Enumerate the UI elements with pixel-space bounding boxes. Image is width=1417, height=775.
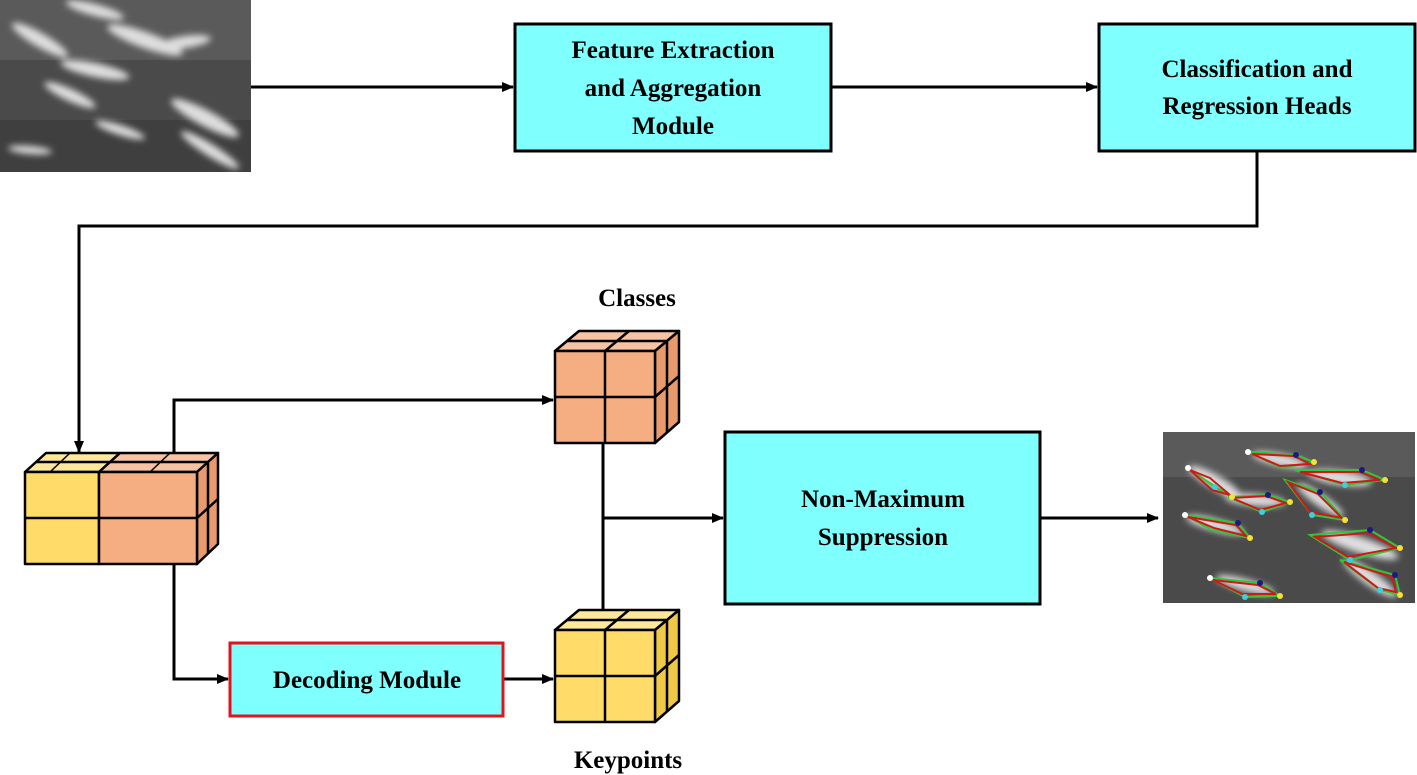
- keypoints-label: Keypoints: [574, 747, 683, 774]
- heads-line-2: Regression Heads: [1162, 93, 1351, 120]
- nms-box: Non-Maximum Suppression: [723, 430, 1042, 606]
- combined-feature-cube: [23, 451, 220, 566]
- feature-line-3: Module: [632, 113, 714, 140]
- keypoints-cube: [553, 608, 681, 724]
- classes-label: Classes: [598, 285, 676, 312]
- arrow-heads-to-tensor: [74, 151, 1259, 453]
- feature-line-2: and Aggregation: [585, 75, 762, 102]
- arrow-tensor-to-decoding: [172, 565, 229, 684]
- feature-line-1: Feature Extraction: [572, 37, 775, 64]
- decoding-label: Decoding Module: [273, 667, 461, 694]
- arrow-tensor-to-classes: [172, 395, 554, 452]
- connector-arrows: [74, 82, 1259, 684]
- input-fish-photo: [0, 0, 251, 172]
- classification-regression-box: Classification and Regression Heads: [1097, 22, 1417, 153]
- nms-line-2: Suppression: [818, 524, 948, 551]
- classes-cube: [553, 329, 681, 445]
- feature-extraction-box: Feature Extraction and Aggregation Modul…: [513, 22, 833, 153]
- decoding-module-box: Decoding Module: [228, 641, 505, 718]
- heads-line-1: Classification and: [1161, 56, 1352, 83]
- output-fish-keypoints-photo: [1163, 432, 1415, 603]
- nms-line-1: Non-Maximum: [801, 486, 965, 513]
